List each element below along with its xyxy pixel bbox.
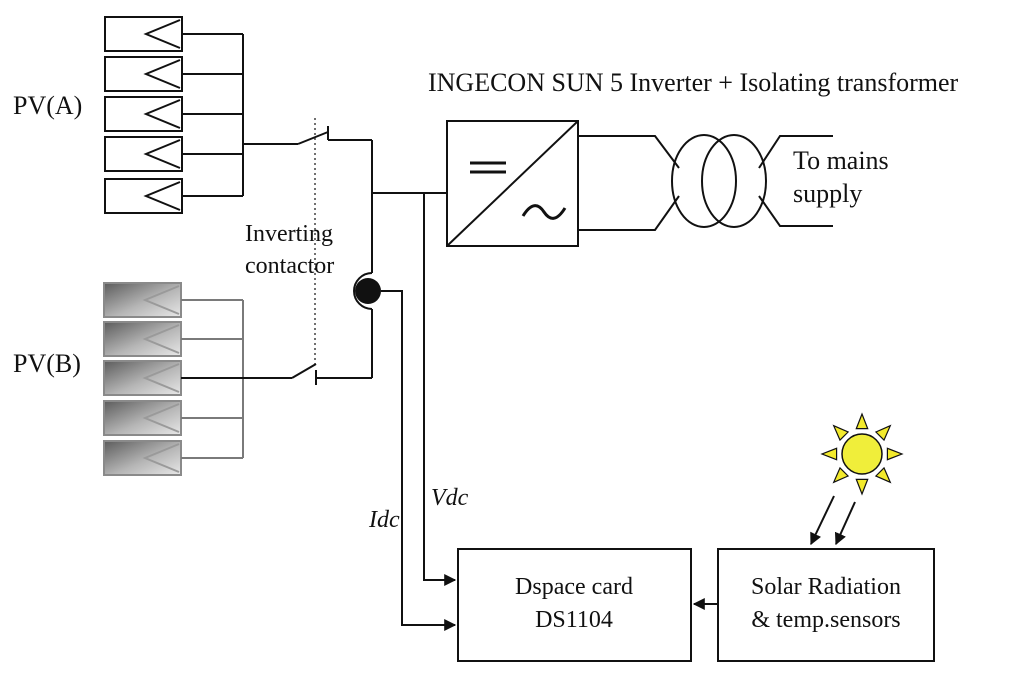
- sensors-label-line2: & temp.sensors: [751, 607, 900, 633]
- dspace-card-box: Dspace card DS1104: [457, 548, 692, 662]
- idc-label: Idc: [368, 507, 400, 533]
- dspace-label-line1: Dspace card: [515, 574, 633, 600]
- transformer-icon: [578, 134, 833, 231]
- radiation-arrow-1: [810, 495, 835, 546]
- pv-a-label: PV(A): [13, 91, 82, 120]
- sun-ray: [855, 478, 869, 496]
- pv-module-a5: [104, 178, 183, 214]
- contactor-label-line1: Inverting: [245, 221, 333, 247]
- current-sensor-icon: [355, 278, 381, 304]
- pv-b-label: PV(B): [13, 349, 81, 378]
- inverter-title: INGECON SUN 5 Inverter + Isolating trans…: [428, 68, 959, 97]
- pv-module-b1: [103, 282, 182, 318]
- pv-module-b2: [103, 321, 182, 357]
- dspace-label-line2: DS1104: [535, 607, 613, 633]
- pv-module-a1: [104, 16, 183, 52]
- pv-module-b4: [103, 400, 182, 436]
- pv-module-b3: [103, 360, 182, 396]
- vdc-label: Vdc: [431, 485, 469, 511]
- pv-array-b-wiring: [181, 299, 292, 459]
- sun-ray: [886, 447, 904, 461]
- sun-rays: [820, 412, 904, 496]
- sun-ray: [832, 424, 850, 442]
- idc-signal-line: [381, 290, 457, 631]
- pv-array-b: [103, 282, 292, 476]
- sun-ray: [832, 466, 850, 484]
- pv-module-a4: [104, 136, 183, 172]
- sensors-box: Solar Radiation & temp.sensors: [717, 548, 935, 662]
- pv-module-b5: [103, 440, 182, 476]
- dc-ac-converter-icon: [446, 120, 579, 247]
- sun-icon: [820, 412, 904, 496]
- radiation-arrow-2: [834, 501, 856, 546]
- pv-module-a3: [104, 96, 183, 132]
- mains-label-line1: To mains: [793, 146, 889, 175]
- mains-label-line2: supply: [793, 179, 862, 208]
- pv-array-a-wiring: [182, 33, 298, 197]
- sun-ray: [874, 466, 892, 484]
- sensors-label-line1: Solar Radiation: [751, 574, 901, 600]
- inverting-contactor: [291, 118, 373, 385]
- sun-ray: [855, 412, 869, 430]
- sun-ray: [874, 424, 892, 442]
- contactor-label-line2: contactor: [245, 253, 334, 279]
- pv-array-a: [104, 16, 298, 214]
- pv-module-a2: [104, 56, 183, 92]
- sun-disc: [841, 433, 883, 475]
- sun-ray: [820, 447, 838, 461]
- vdc-signal-line: [423, 193, 457, 586]
